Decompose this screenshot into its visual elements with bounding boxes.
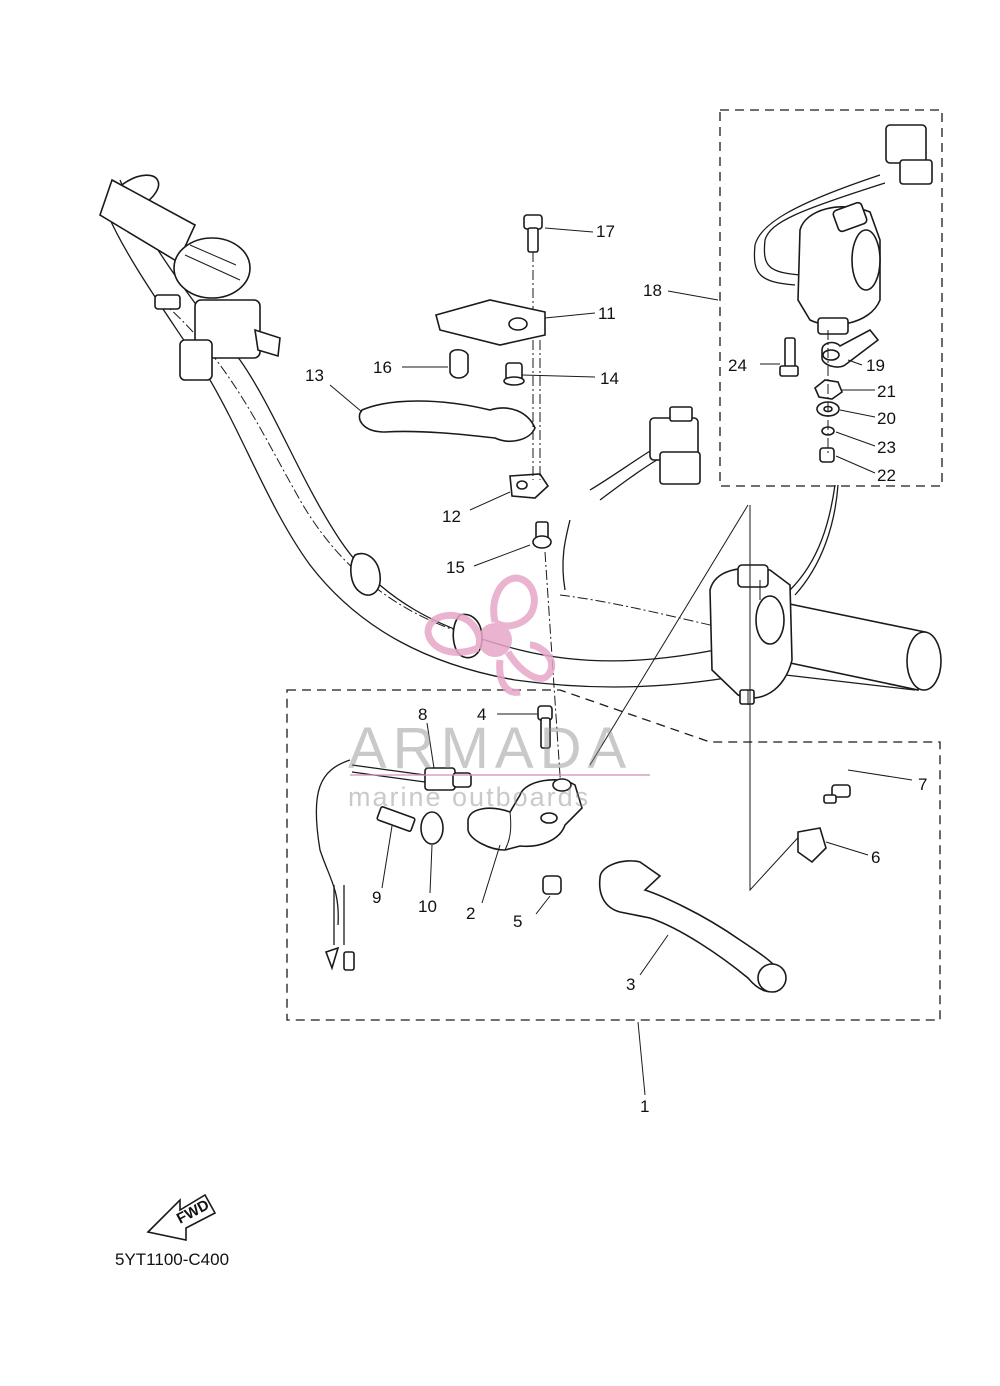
diagram-code: 5YT1100-C400: [115, 1250, 229, 1269]
watermark-tagline: marine outboards: [348, 782, 590, 812]
callout-4: 4: [477, 705, 486, 724]
callout-20: 20: [877, 409, 896, 428]
propeller-icon: [424, 574, 556, 696]
callout-23: 23: [877, 438, 896, 457]
box-18: [719, 109, 943, 487]
callout-12: 12: [442, 507, 461, 526]
callout-24: 24: [728, 356, 747, 375]
callout-5: 5: [513, 912, 522, 931]
callout-1: 1: [640, 1097, 649, 1116]
callout-11: 11: [598, 304, 616, 323]
callout-21: 21: [877, 382, 896, 401]
callout-8: 8: [418, 705, 427, 724]
master-cylinder: [154, 237, 281, 381]
fwd-arrow-icon: FWD: [146, 1193, 217, 1241]
callout-22: 22: [877, 466, 896, 485]
callout-leaders: [329, 227, 913, 1096]
callout-19: 19: [866, 356, 885, 375]
watermark: ARMADA marine outboards: [348, 574, 650, 812]
bracket-group: [358, 214, 564, 821]
center-connector: [562, 406, 701, 591]
left-grip: [99, 174, 197, 264]
callout-13: 13: [305, 366, 324, 385]
right-grip: [709, 564, 942, 705]
callout-16: 16: [373, 358, 392, 377]
callout-18: 18: [643, 281, 662, 300]
switch-assembly: [753, 124, 933, 335]
cable-switch: [315, 759, 472, 971]
callout-7: 7: [918, 775, 927, 794]
callout-6: 6: [871, 848, 880, 867]
callouts: 1 2 3 4 5 6 7 8 9 10 11 12 13 14 15 16 1…: [305, 222, 927, 1116]
callout-9: 9: [372, 888, 381, 907]
callout-15: 15: [446, 558, 465, 577]
callout-3: 3: [626, 975, 635, 994]
callout-17: 17: [596, 222, 615, 241]
callout-14: 14: [600, 369, 619, 388]
watermark-brand: ARMADA: [348, 716, 632, 781]
box-1: [286, 689, 941, 1021]
small-parts-box18: [779, 328, 880, 463]
lever-assembly: [467, 705, 851, 993]
callout-2: 2: [466, 904, 475, 923]
callout-10: 10: [418, 897, 437, 916]
